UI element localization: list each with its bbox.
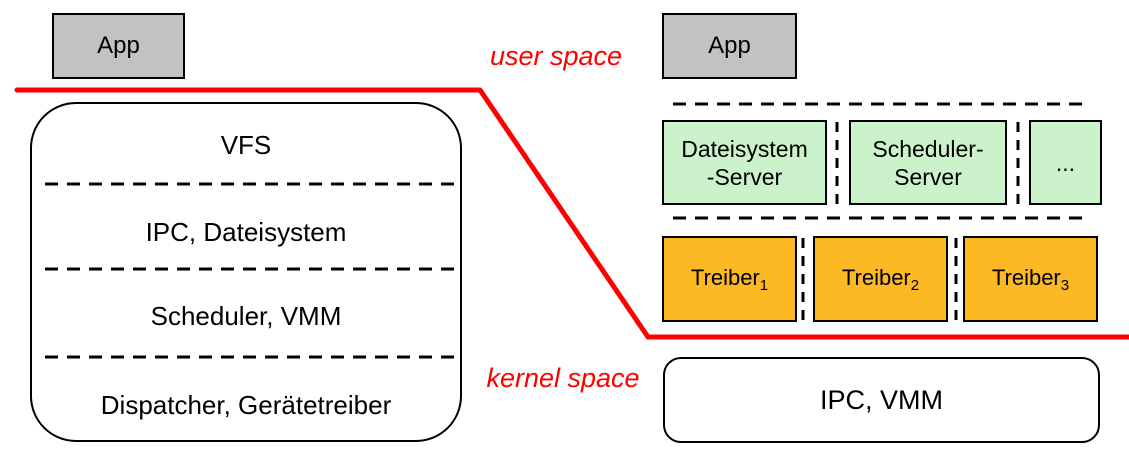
driver-label: Treiber2	[842, 265, 919, 294]
microkernel-app-box: App	[662, 13, 797, 79]
monolithic-layer-dispatcher-geraetetreiber: Dispatcher, Gerätetreiber	[100, 390, 392, 420]
driver-label-subscript: 2	[910, 276, 920, 294]
driver-label-subscript: 1	[759, 276, 769, 294]
monolithic-app-label: App	[97, 32, 140, 59]
monolithic-app-box: App	[52, 13, 185, 79]
server-label-line2: -Server	[706, 163, 783, 190]
driver-label-base: Treiber	[841, 264, 911, 290]
driver-label-subscript: 3	[1060, 276, 1070, 294]
driver-box-1: Treiber1	[662, 236, 797, 322]
server-label-line1: Scheduler-	[872, 135, 984, 162]
server-box-scheduler: Scheduler- Server	[849, 120, 1007, 205]
driver-box-3: Treiber3	[963, 236, 1098, 322]
driver-label: Treiber3	[992, 265, 1069, 294]
kernel-space-label: kernel space	[486, 363, 640, 393]
server-label-line1: ...	[1055, 149, 1076, 176]
driver-label-base: Treiber	[690, 264, 760, 290]
server-label-line2: Server	[894, 163, 962, 190]
microkernel-kernel-label: IPC, VMM	[819, 384, 943, 415]
driver-label: Treiber1	[691, 265, 768, 294]
monolithic-layer-scheduler-vmm: Scheduler, VMM	[150, 301, 342, 331]
monolithic-layer-vfs: VFS	[220, 130, 272, 160]
monolithic-layer-ipc-dateisystem: IPC, Dateisystem	[145, 217, 347, 247]
driver-box-2: Treiber2	[813, 236, 948, 322]
server-box-ellipsis: ...	[1029, 120, 1102, 205]
microkernel-app-label: App	[708, 32, 751, 59]
server-box-dateisystem: Dateisystem -Server	[662, 120, 827, 205]
server-label-line1: Dateisystem	[681, 135, 808, 162]
driver-label-base: Treiber	[991, 264, 1061, 290]
user-space-label: user space	[489, 41, 623, 71]
microkernel-kernel-box: IPC, VMM	[663, 357, 1100, 443]
